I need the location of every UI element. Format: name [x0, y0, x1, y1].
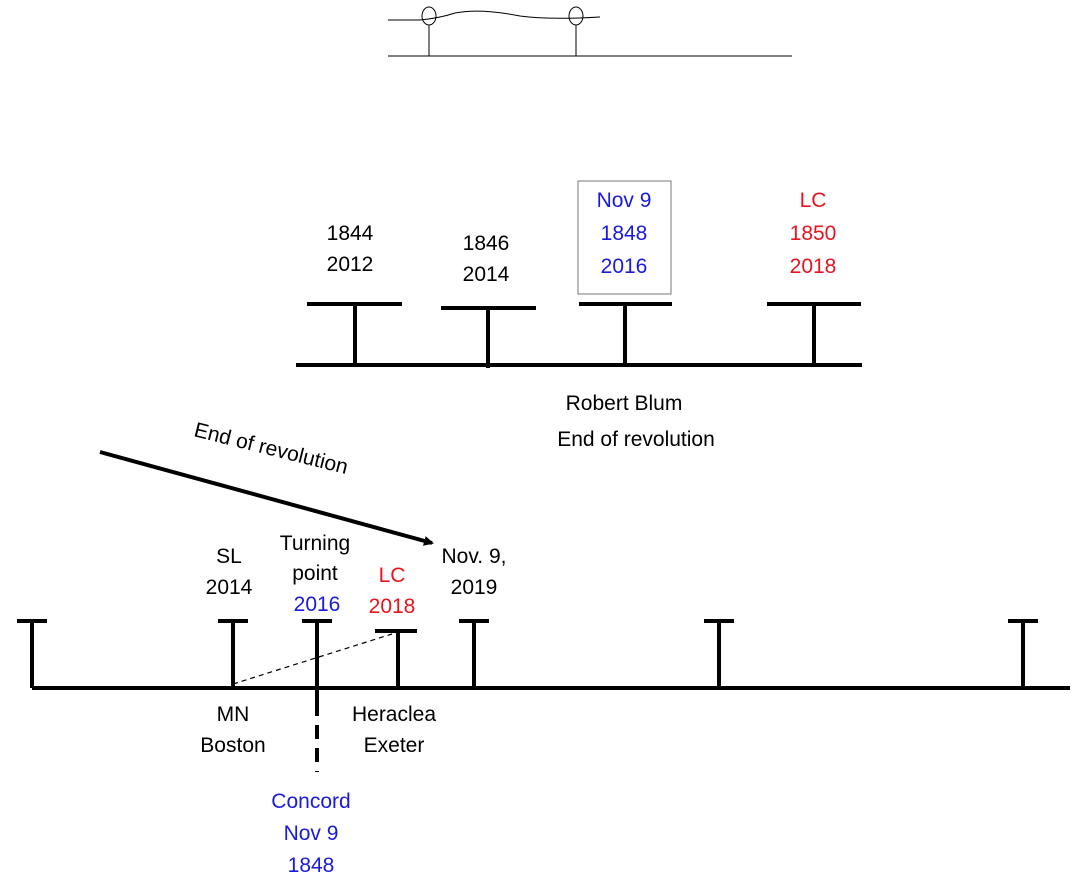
upper-post-3-label-2: 1848 — [601, 222, 648, 245]
lower-heraclea-label-1: Heraclea — [352, 703, 436, 726]
upper-caption-1: Robert Blum — [566, 392, 683, 415]
arrow — [99, 450, 434, 546]
lower-turning-label-1: Turning — [280, 532, 350, 555]
upper-post-3-label-3: 2016 — [601, 255, 648, 278]
lower-mn-label-2: Boston — [200, 734, 265, 757]
upper-post-4-label-2: 1850 — [790, 222, 837, 245]
lower-lc-label-1: LC — [379, 564, 406, 587]
sketch-post-right-head — [568, 6, 584, 26]
lower-concord-label-3: 1848 — [288, 854, 335, 877]
lower-nov-label-1: Nov. 9, — [442, 545, 507, 568]
lower-sl-label-2: 2014 — [206, 576, 253, 599]
lower-concord-label-1: Concord — [271, 790, 350, 813]
lower-timeline — [17, 619, 1070, 772]
lower-turning-label-3: 2016 — [294, 593, 341, 616]
top-sketch — [388, 6, 792, 57]
upper-post-2-label-1: 1846 — [463, 232, 510, 255]
upper-caption-2: End of revolution — [557, 428, 715, 451]
lower-mn-label-1: MN — [217, 703, 250, 726]
sketch-wavy-line — [388, 10, 601, 21]
lower-concord-label-2: Nov 9 — [284, 822, 339, 845]
upper-post-1-label-1: 1844 — [327, 222, 374, 245]
lower-nov-label-2: 2019 — [451, 576, 498, 599]
highlight-box — [577, 180, 672, 295]
lower-sl-label-1: SL — [216, 545, 242, 568]
lower-dashed-link — [232, 633, 393, 685]
lower-lc-label-2: 2018 — [369, 595, 416, 618]
sketch-post-left-head — [421, 6, 437, 26]
upper-post-4-label-3: 2018 — [790, 255, 837, 278]
arrow-label: End of revolution — [192, 419, 350, 479]
upper-post-3-label-1: Nov 9 — [597, 189, 652, 212]
upper-post-4-label-1: LC — [800, 189, 827, 212]
upper-post-2-label-2: 2014 — [463, 263, 510, 286]
upper-post-1-label-2: 2012 — [327, 253, 374, 276]
lower-turning-label-2: point — [292, 562, 338, 585]
upper-timeline — [296, 302, 862, 368]
lower-heraclea-label-2: Exeter — [364, 734, 425, 757]
